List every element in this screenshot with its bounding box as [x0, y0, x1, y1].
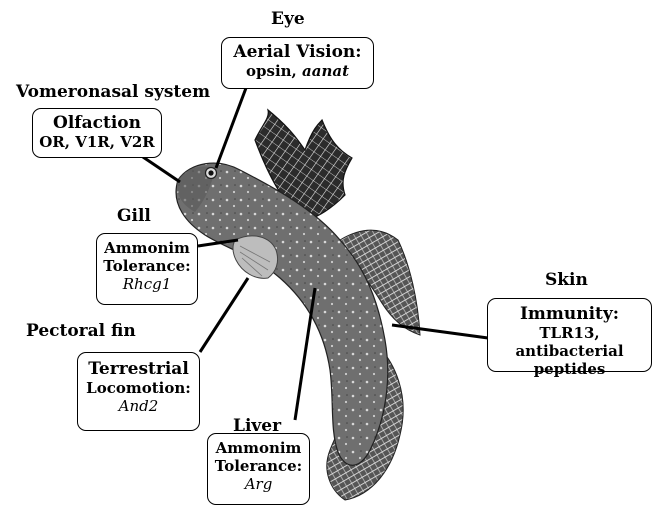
pectoral-fin-gene: And2 [78, 397, 199, 415]
liver-gene: Arg [208, 475, 309, 493]
fish-body [176, 163, 388, 465]
liver-line2: Tolerance: [208, 457, 309, 475]
eye-heading: Eye [271, 9, 305, 29]
leader-line-skin [392, 325, 488, 338]
leader-line-pectoral [200, 278, 248, 352]
vomeronasal-box-title: Olfaction [33, 113, 161, 133]
leader-line-eye [216, 88, 246, 168]
skin-label-box: Immunity: TLR13, antibacterial peptides [487, 298, 652, 372]
skin-heading: Skin [545, 270, 588, 290]
gill-line2: Tolerance: [97, 257, 197, 275]
pectoral-fin-label-box: Terrestrial Locomotion: And2 [77, 352, 200, 431]
eye-box-title: Aerial Vision: [222, 42, 373, 62]
leader-line-vomeronasal [140, 155, 180, 182]
pectoral-fin-line2: Locomotion: [78, 379, 199, 397]
skin-box-title: Immunity: [488, 304, 651, 324]
eye-label-box: Aerial Vision: opsin, aanat [221, 37, 374, 89]
skin-line3: peptides [488, 360, 651, 378]
leader-line-liver [295, 288, 315, 420]
pectoral-fin [233, 236, 278, 278]
pectoral-fin-line1: Terrestrial [78, 359, 199, 379]
vomeronasal-label-box: Olfaction OR, V1R, V2R [32, 108, 162, 158]
pectoral-fin-heading: Pectoral fin [26, 321, 136, 341]
gill-line1: Ammonim [97, 239, 197, 257]
gill-label-box: Ammonim Tolerance: Rhcg1 [96, 233, 198, 305]
eye-box-genes: opsin, aanat [222, 62, 373, 80]
liver-line1: Ammonim [208, 439, 309, 457]
gill-gene: Rhcg1 [97, 275, 197, 293]
vomeronasal-box-genes: OR, V1R, V2R [33, 133, 161, 151]
skin-line2: TLR13, antibacterial [488, 324, 651, 360]
gill-heading: Gill [117, 206, 151, 226]
vomeronasal-heading: Vomeronasal system [16, 82, 210, 102]
liver-label-box: Ammonim Tolerance: Arg [207, 433, 310, 505]
